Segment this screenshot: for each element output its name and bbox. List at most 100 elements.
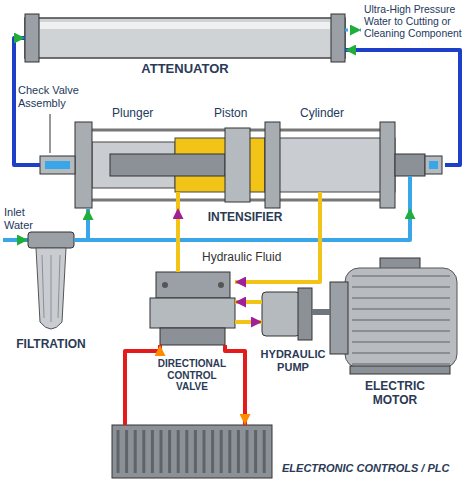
pipe-connector <box>345 50 460 165</box>
inlet-branch-line <box>86 209 90 240</box>
intensifier-assembly <box>75 122 92 208</box>
motor-body <box>330 282 348 354</box>
pipe-connector <box>74 208 410 240</box>
part-label: Check Valve Assembly <box>18 84 96 109</box>
pump-body <box>262 288 312 340</box>
controller-unit <box>220 430 223 473</box>
motor-body <box>352 319 450 321</box>
part-label: Plunger <box>112 107 153 121</box>
inlet-label: Inlet Water <box>4 206 49 231</box>
intensifier-assembly <box>265 138 395 192</box>
filter-canister <box>28 232 74 329</box>
inlet-water-line <box>3 238 28 242</box>
controller-unit <box>168 430 171 473</box>
intensifier-assembly <box>380 122 395 208</box>
valve-body <box>218 282 224 288</box>
controller-unit <box>211 430 214 473</box>
intensifier-assembly <box>395 154 425 176</box>
filter-canister <box>28 232 74 248</box>
controller-unit <box>117 430 120 473</box>
motor-body <box>352 352 450 354</box>
controller-unit <box>142 430 145 473</box>
intensifier-assembly <box>425 156 442 174</box>
intensifier-assembly <box>40 122 442 208</box>
leader-line <box>50 114 51 153</box>
motor-body <box>352 308 450 310</box>
intensifier-assembly <box>110 154 225 176</box>
controller-unit <box>160 430 163 473</box>
filtration: FILTRATION <box>28 232 74 334</box>
attenuator-vessel <box>25 14 39 62</box>
part-label: Piston <box>214 107 247 121</box>
motor-body <box>352 275 450 277</box>
outlet-note: Ultra-High Pressure Water to Cutting or … <box>364 4 468 40</box>
electric-motor: ELECTRIC MOTOR <box>330 258 457 374</box>
pump-body <box>262 292 300 336</box>
hydraulic-port <box>318 192 322 208</box>
filter-canister <box>42 255 44 318</box>
attenuator: ATTENUATOR <box>25 18 345 58</box>
pipe-connector <box>225 345 245 425</box>
intensifier-assembly <box>45 161 70 169</box>
motor-body <box>352 341 450 343</box>
filter-canister <box>58 255 60 318</box>
inlet-port <box>408 176 412 208</box>
pipe-connector <box>235 320 262 324</box>
intensifier-assembly <box>40 156 75 174</box>
part-label: Cylinder <box>300 107 344 121</box>
intensifier-assembly <box>265 122 280 208</box>
node-label: FILTRATION <box>8 338 94 352</box>
motor-body <box>352 330 450 332</box>
plc-controls: ELECTRONIC CONTROLS / PLC <box>112 425 272 478</box>
pump-body <box>298 288 312 340</box>
filter-canister <box>36 248 66 329</box>
controller-unit <box>112 425 272 478</box>
node-label: DIRECTIONAL CONTROL VALVE <box>157 358 227 393</box>
node-label: ELECTRIC MOTOR <box>355 380 435 408</box>
intensifier-assembly <box>429 161 438 169</box>
motor-body <box>345 268 457 368</box>
hydraulic-port <box>176 192 180 208</box>
controller-unit <box>185 430 188 473</box>
controller-unit <box>151 430 154 473</box>
attenuator-vessel <box>40 22 330 29</box>
controller-unit <box>177 430 180 473</box>
controller-unit <box>263 430 266 473</box>
edge-label: Hydraulic Fluid <box>200 251 283 265</box>
controller-unit <box>194 430 197 473</box>
intensifier: INTENSIFIER <box>40 122 445 208</box>
pipe-connector <box>176 208 180 272</box>
pipe-connector <box>125 345 160 425</box>
controller-unit <box>237 430 240 473</box>
controller-unit <box>203 430 206 473</box>
valve-body <box>150 298 235 328</box>
node-label: ATTENUATOR <box>25 62 345 77</box>
valve-body <box>150 272 235 345</box>
controller-unit <box>228 430 231 473</box>
valve-body <box>156 272 230 298</box>
control-valve: DIRECTIONAL CONTROL VALVE <box>150 272 235 345</box>
node-label: HYDRAULIC PUMP <box>258 348 328 373</box>
hydraulic-pump: HYDRAULIC PUMP <box>262 288 312 340</box>
motor-body <box>330 258 457 374</box>
attenuator-vessel <box>25 14 345 62</box>
node-label: ELECTRONIC CONTROLS / PLC <box>282 462 449 475</box>
attenuator-vessel <box>25 18 345 58</box>
controller-unit <box>246 430 249 473</box>
motor-body <box>352 297 450 299</box>
intensifier-assembly <box>225 128 250 202</box>
pipe-connector <box>235 300 262 304</box>
attenuator-vessel <box>331 14 345 62</box>
node-label: INTENSIFIER <box>200 211 290 225</box>
motor-body <box>352 363 450 365</box>
motor-body <box>350 366 450 374</box>
motor-body <box>352 286 450 288</box>
controller-unit <box>134 430 137 473</box>
pipe-connector <box>312 309 330 315</box>
filter-canister <box>51 255 52 322</box>
controller-unit <box>125 430 128 473</box>
controller-unit <box>254 430 257 473</box>
